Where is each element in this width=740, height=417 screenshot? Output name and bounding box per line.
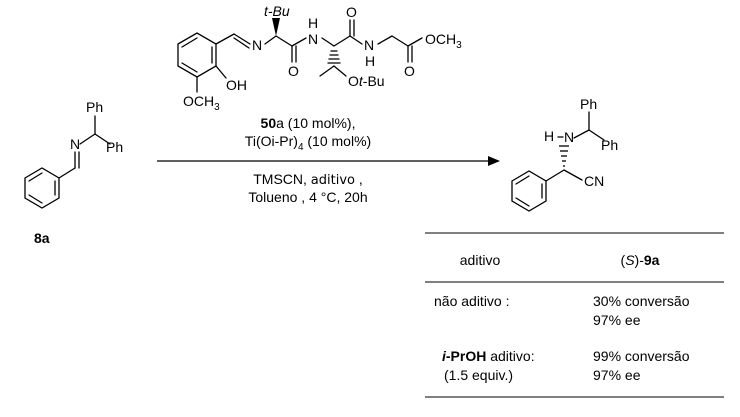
row-2-ee: 97% ee — [593, 367, 641, 383]
substrate-n-atom: N — [70, 136, 80, 152]
reaction-conditions: 50a (10 mol%), Ti(Oi-Pr)4 (10 mol%) TMSC… — [157, 115, 500, 205]
row-2-conversion: 99% conversão — [593, 348, 690, 364]
catalyst-o-3: O — [404, 63, 415, 79]
substrate-8a: N Ph Ph 8a — [24, 99, 123, 246]
table-row: não aditivo : 30% conversão 97% ee — [434, 293, 690, 328]
catalyst-och3: OCH3 — [183, 93, 220, 113]
catalyst-nh-2-h: H — [365, 53, 375, 69]
catalyst-tbu-label: t-Bu — [264, 3, 290, 19]
results-table: aditivo (S)-9a não aditivo : 30% convers… — [425, 232, 724, 398]
catalyst-loading: 50a (10 mol%), — [261, 115, 356, 131]
catalyst-o-2: O — [346, 4, 357, 20]
catalyst-imine-n: N — [252, 37, 262, 53]
catalyst-ester-och3: OCH3 — [425, 31, 462, 51]
row-1-ee: 97% ee — [593, 312, 641, 328]
reaction-arrow — [157, 156, 500, 166]
row-1-additive: não aditivo : — [434, 293, 510, 309]
product-ph-2: Ph — [601, 137, 618, 153]
cocatalyst-loading: Ti(Oi-Pr)4 (10 mol%) — [245, 133, 371, 153]
row-2-additive-note: (1.5 equiv.) — [444, 367, 513, 383]
catalyst-o-1: O — [288, 63, 299, 79]
catalyst-50a-structure: N t-Bu O H N O N H O OCH3 OH OCH3 Ot-Bu — [177, 3, 462, 113]
row-2-additive: i-PrOH aditivo: — [442, 348, 535, 364]
catalyst-otbu: Ot-Bu — [348, 73, 385, 89]
row-1-conversion: 30% conversão — [593, 293, 690, 309]
substrate-label: 8a — [34, 230, 50, 246]
substrate-ph-2: Ph — [106, 139, 123, 155]
product-ph-1: Ph — [580, 96, 597, 112]
table-header-additive: aditivo — [460, 252, 501, 268]
table-row: i-PrOH aditivo: (1.5 equiv.) 99% convers… — [442, 348, 690, 383]
catalyst-nh-1-h: H — [308, 15, 318, 31]
table-header-product: (S)-9a — [621, 252, 660, 268]
catalyst-oh: OH — [226, 77, 247, 93]
substrate-ph-1: Ph — [86, 99, 103, 115]
solvent-line: Tolueno , 4 °C, 20h — [248, 189, 367, 205]
product-stereo-bond — [559, 145, 569, 167]
product-n: N — [564, 129, 574, 145]
catalyst-nh-1-n: N — [308, 31, 318, 47]
reagent-line: TMSCN, aditivo , — [253, 171, 363, 188]
product-cn: CN — [584, 173, 604, 189]
product-9a: H N Ph Ph CN — [511, 96, 618, 212]
catalyst-nh-2-n: N — [364, 37, 374, 53]
product-h: H — [544, 128, 554, 144]
